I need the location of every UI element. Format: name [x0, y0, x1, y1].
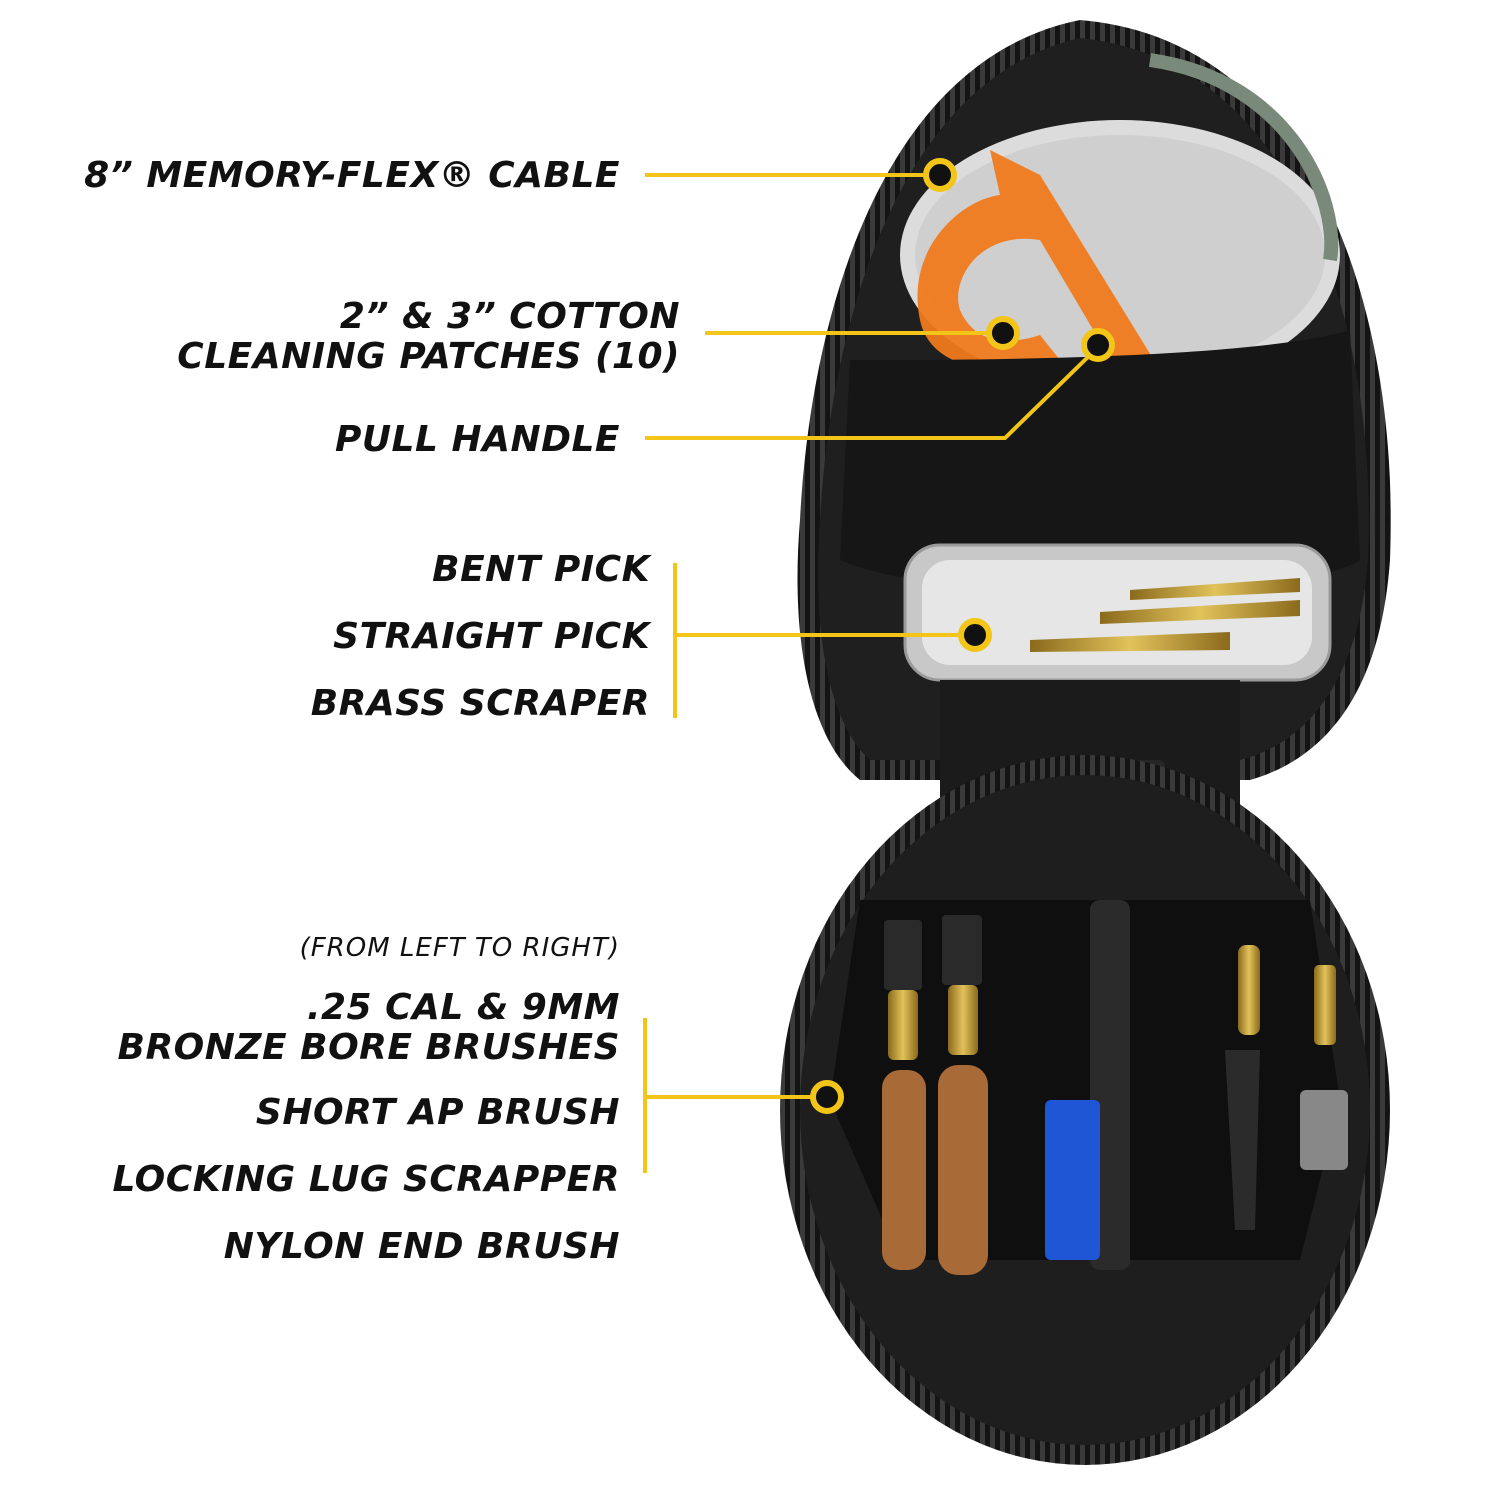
short-ap-brush	[1045, 900, 1130, 1270]
pull-handle-callout-dot	[1081, 328, 1115, 362]
brushes-callout-dot	[810, 1080, 844, 1114]
pull-handle-callout-line	[645, 353, 1092, 440]
mesh-pocket	[840, 330, 1360, 594]
bore-brushes-label-line-1: .25 CAL & 9MM	[306, 987, 620, 1028]
bore-brushes-label: .25 CAL & 9MM BRONZE BORE BRUSHES	[118, 988, 620, 1068]
patches-label-line-1: 2” & 3” COTTON	[339, 296, 680, 337]
patches-label: 2” & 3” COTTON CLEANING PATCHES (10)	[177, 297, 680, 377]
cable-label: 8” MEMORY-FLEX® CABLE	[84, 155, 620, 196]
cable-callout-dot	[923, 158, 957, 192]
picks-case	[903, 543, 1332, 682]
picks-callout-dot	[958, 618, 992, 652]
nylon-end-brush	[1300, 965, 1348, 1170]
pull-handle-label: PULL HANDLE	[334, 419, 620, 460]
bronze-bore-brush-9mm	[938, 915, 988, 1275]
nylon-end-brush-label: NYLON END BRUSH	[223, 1226, 620, 1267]
locking-lug-scraper	[1225, 1050, 1260, 1230]
bore-brushes-label-line-2: BRONZE BORE BRUSHES	[117, 1027, 620, 1068]
bent-pick-label: BENT PICK	[432, 549, 650, 590]
brass-adapter	[1238, 945, 1260, 1035]
memory-flex-cable	[1149, 53, 1339, 262]
patches-label-line-2: CLEANING PATCHES (10)	[177, 336, 680, 377]
order-note: (FROM LEFT TO RIGHT)	[299, 933, 620, 963]
patches-callout-dot	[986, 316, 1020, 350]
straight-pick-label: STRAIGHT PICK	[333, 616, 650, 657]
bronze-bore-brush-22	[882, 920, 926, 1270]
pull-handle	[917, 150, 1160, 375]
brass-scraper-label: BRASS SCRAPER	[310, 683, 650, 724]
short-ap-brush-label: SHORT AP BRUSH	[255, 1092, 620, 1133]
locking-lug-scrapper-label: LOCKING LUG SCRAPPER	[112, 1159, 620, 1200]
lower-tray	[780, 755, 1390, 1465]
